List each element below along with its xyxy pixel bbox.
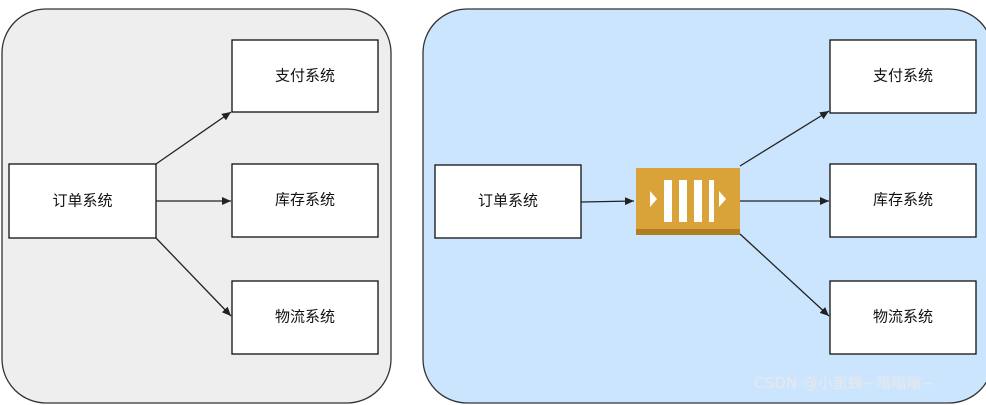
left-logistics-system-node: 物流系统 [231, 280, 379, 355]
left-inventory-system-node: 库存系统 [231, 163, 379, 238]
left-order-system-node: 订单系统 [8, 163, 157, 239]
right-inventory-system-label: 库存系统 [873, 191, 933, 209]
right-order-system-label: 订单系统 [478, 192, 538, 210]
right-logistics-system-node: 物流系统 [829, 280, 977, 355]
csdn-watermark: CSDN @小蜜蜂~嗡嗡嗡~ [754, 374, 935, 392]
left-payment-system-node: 支付系统 [231, 39, 379, 113]
left-payment-system-label: 支付系统 [275, 67, 335, 85]
left-arrow-to-payment [155, 111, 232, 165]
right-arrow-queue-to-logistics [739, 233, 830, 317]
right-order-system-node: 订单系统 [434, 164, 582, 239]
right-inventory-system-node: 库存系统 [829, 163, 977, 238]
right-payment-system-label: 支付系统 [873, 67, 933, 85]
left-panel: 订单系统 支付系统 库存系统 物流系统 [1, 8, 392, 404]
right-arrow-order-to-queue [580, 197, 635, 206]
right-panel: 订单系统 支付系统 库存系统 物流系统 [422, 8, 986, 404]
left-inventory-system-label: 库存系统 [275, 191, 335, 209]
right-logistics-system-label: 物流系统 [873, 308, 933, 326]
left-logistics-system-label: 物流系统 [275, 308, 335, 326]
message-queue-icon [636, 168, 740, 235]
right-payment-system-node: 支付系统 [829, 39, 977, 114]
left-arrow-to-logistics [155, 237, 232, 317]
left-order-system-label: 订单系统 [52, 192, 112, 210]
right-arrow-queue-to-payment [739, 110, 830, 167]
